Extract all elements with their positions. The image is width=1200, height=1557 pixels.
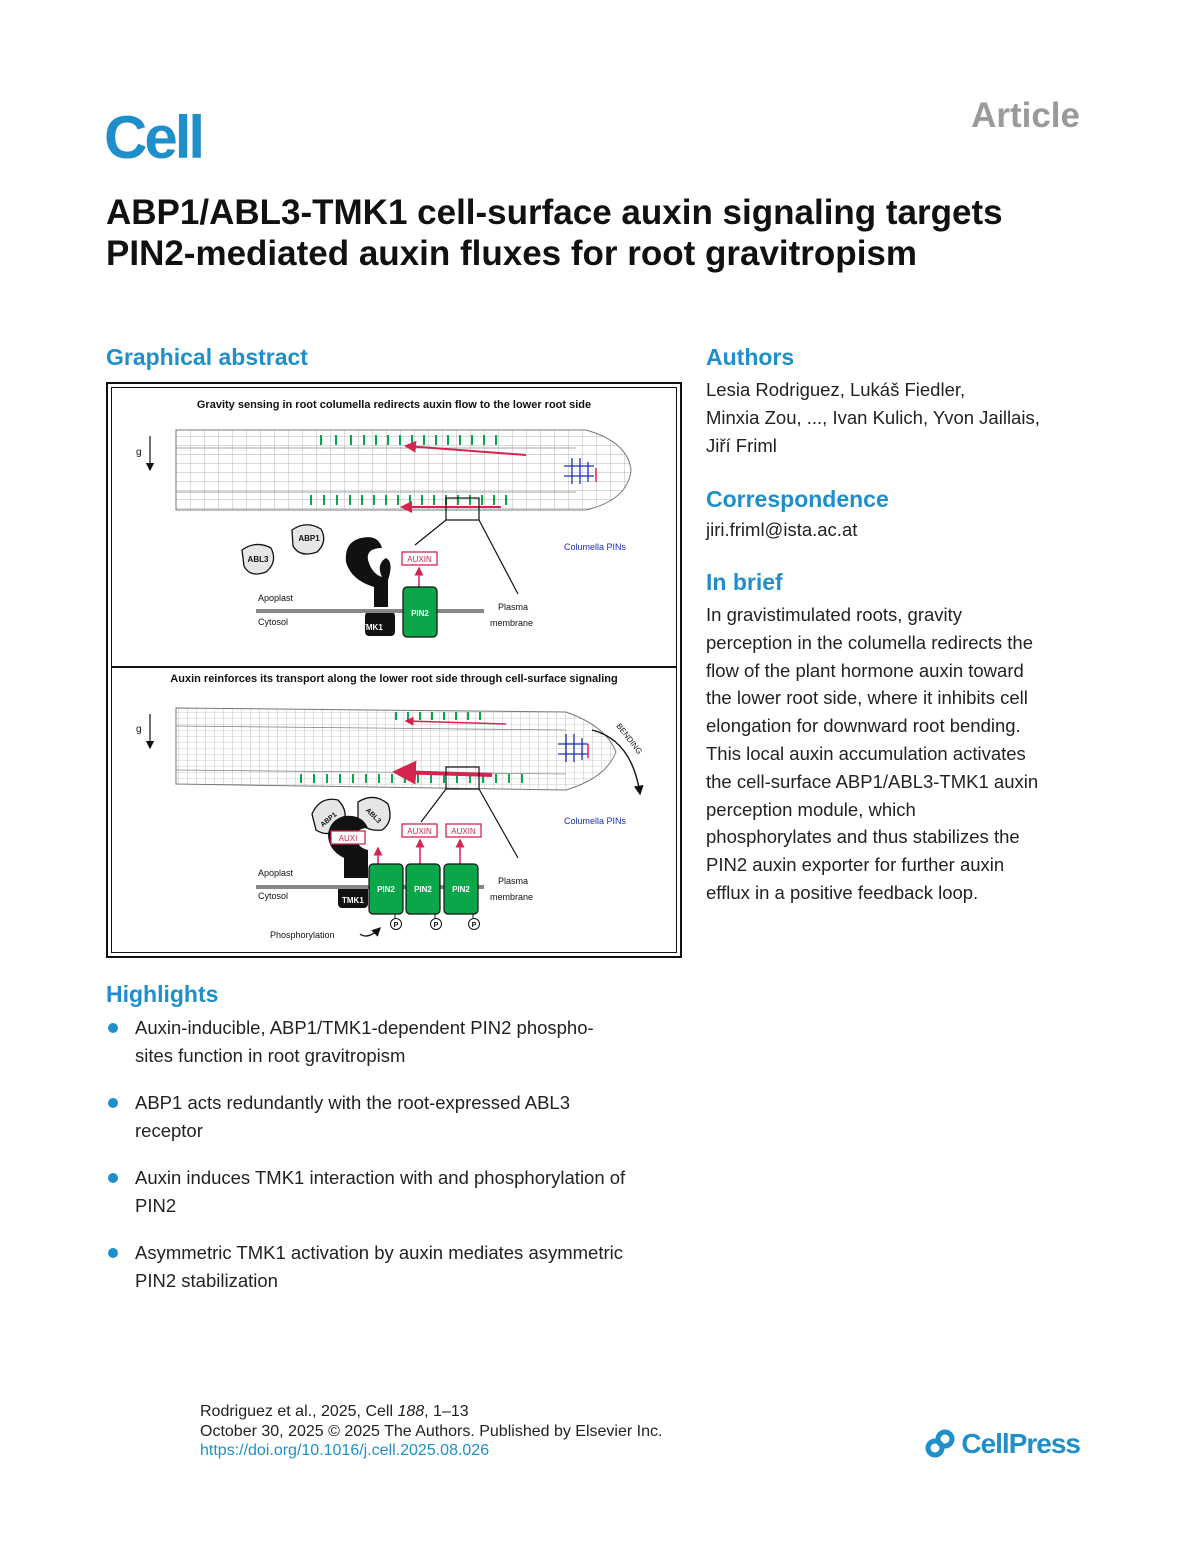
panel2-bending-arrow	[591, 729, 644, 796]
svg-text:P: P	[472, 922, 477, 929]
panel2-auxin-box-1: AUXIN	[401, 823, 438, 838]
panel1-title: Gravity sensing in root columella redire…	[197, 399, 591, 411]
citation-footer: Rodriguez et al., 2025, Cell 188, 1–13 O…	[200, 1402, 662, 1461]
panel2-pin2-transporter-3: PIN2	[443, 863, 479, 915]
figure-inner-frame	[111, 387, 677, 953]
panel1-pin2-transporter: PIN2	[402, 586, 438, 638]
bullet-icon	[108, 1023, 118, 1033]
panel2-auxin-efflux-arrows	[373, 838, 465, 866]
svg-text:AUXI: AUXI	[339, 834, 358, 843]
graphical-abstract-svg: Gravity sensing in root columella redire…	[136, 399, 644, 940]
panel1-membrane-label: membrane	[490, 618, 533, 628]
panel1-columella-label: Columella PINs	[564, 542, 627, 552]
graphical-abstract-heading: Graphical abstract	[106, 344, 308, 370]
bullet-icon	[108, 1248, 118, 1258]
svg-text:AUXIN: AUXIN	[451, 827, 476, 836]
highlight-item: ABP1 acts redundantly with the root-expr…	[106, 1089, 686, 1145]
panel2-auxin-box-2: AUXIN	[445, 823, 482, 838]
panel2-columella-label: Columella PINs	[564, 816, 627, 826]
graphical-abstract-figure: Gravity sensing in root columella redire…	[106, 382, 682, 958]
panel2-bending-label: BENDING	[614, 722, 644, 756]
svg-text:P: P	[394, 922, 399, 929]
highlight-item: Auxin induces TMK1 interaction with and …	[106, 1164, 686, 1220]
panel1-root-drawing	[175, 429, 632, 595]
panel1-cytosol-label: Cytosol	[258, 617, 288, 627]
article-title: ABP1/ABL3-TMK1 cell-surface auxin signal…	[106, 193, 1003, 273]
panel2-apoplast-label: Apoplast	[258, 868, 294, 878]
authors-heading: Authors	[706, 344, 795, 370]
panel1-plasma-label: Plasma	[498, 602, 528, 612]
bullet-icon	[108, 1173, 118, 1183]
panel2-gravity-label: g	[136, 724, 142, 735]
authors-list: Lesia Rodriguez, Lukáš Fiedler, Minxia Z…	[706, 379, 1040, 456]
panel2-pin2-transporter-2: PIN2	[405, 863, 441, 915]
panel1-auxin-box: AUXIN	[401, 551, 438, 566]
panel2-plasma-label: Plasma	[498, 876, 528, 886]
svg-text:TMK1: TMK1	[361, 623, 383, 632]
highlight-item: Auxin-inducible, ABP1/TMK1-dependent PIN…	[106, 1014, 686, 1070]
article-type-label: Article	[971, 96, 1080, 135]
panel2-bound-auxin-box: AUXI	[330, 830, 366, 845]
correspondence-email[interactable]: jiri.friml@ista.ac.at	[706, 519, 858, 540]
panel2-cytosol-label: Cytosol	[258, 891, 288, 901]
panel2-phospho-groups: P P P	[390, 914, 480, 930]
bullet-icon	[108, 1098, 118, 1108]
svg-text:ABP1: ABP1	[298, 534, 320, 543]
svg-text:ABL3: ABL3	[248, 555, 269, 564]
cellpress-mark-icon	[925, 1429, 955, 1458]
panel1-abl3-protein: ABL3	[241, 543, 275, 575]
highlights-heading: Highlights	[106, 981, 219, 1007]
panel1-abp1-protein: ABP1	[291, 524, 325, 555]
journal-logo: Cell	[104, 104, 205, 171]
svg-text:AUXIN: AUXIN	[407, 555, 432, 564]
panel2-abl3-protein: ABL3	[357, 796, 391, 831]
svg-text:P: P	[434, 922, 439, 929]
svg-text:AUXIN: AUXIN	[407, 827, 432, 836]
panel2-phosphorylation-arrow	[359, 927, 381, 937]
citation-line: Rodriguez et al., 2025, Cell 188, 1–13	[200, 1403, 469, 1420]
svg-text:PIN2: PIN2	[452, 885, 470, 894]
highlights-list: Auxin-inducible, ABP1/TMK1-dependent PIN…	[106, 1014, 686, 1314]
in-brief-heading: In brief	[706, 569, 783, 595]
correspondence-heading: Correspondence	[706, 486, 889, 512]
cellpress-wordmark: CellPress	[961, 1428, 1081, 1459]
panel1-apoplast-label: Apoplast	[258, 593, 294, 603]
panel2-tmk1-receptor: TMK1	[328, 815, 368, 908]
doi-link[interactable]: https://doi.org/10.1016/j.cell.2025.08.0…	[200, 1442, 490, 1459]
panel2-phosphorylation-label: Phosphorylation	[270, 930, 335, 940]
panel1-tmk1-receptor: TMK1	[345, 537, 395, 636]
svg-text:PIN2: PIN2	[414, 885, 432, 894]
svg-text:TMK1: TMK1	[342, 896, 364, 905]
highlight-item: Asymmetric TMK1 activation by auxin medi…	[106, 1239, 686, 1295]
panel2-pin2-transporter-1: PIN2	[368, 863, 404, 915]
panel-divider	[112, 666, 676, 668]
copyright-line: October 30, 2025 © 2025 The Authors. Pub…	[200, 1422, 663, 1440]
panel1-gravity-label: g	[136, 447, 142, 458]
svg-text:PIN2: PIN2	[377, 885, 395, 894]
panel2-title: Auxin reinforces its transport along the…	[170, 673, 617, 685]
cellpress-logo: CellPress	[925, 1428, 1081, 1460]
in-brief-text: In gravistimulated roots, gravity percep…	[706, 604, 1039, 903]
panel2-membrane-label: membrane	[490, 892, 533, 902]
panel2-root-drawing	[175, 707, 617, 859]
svg-text:PIN2: PIN2	[411, 609, 429, 618]
